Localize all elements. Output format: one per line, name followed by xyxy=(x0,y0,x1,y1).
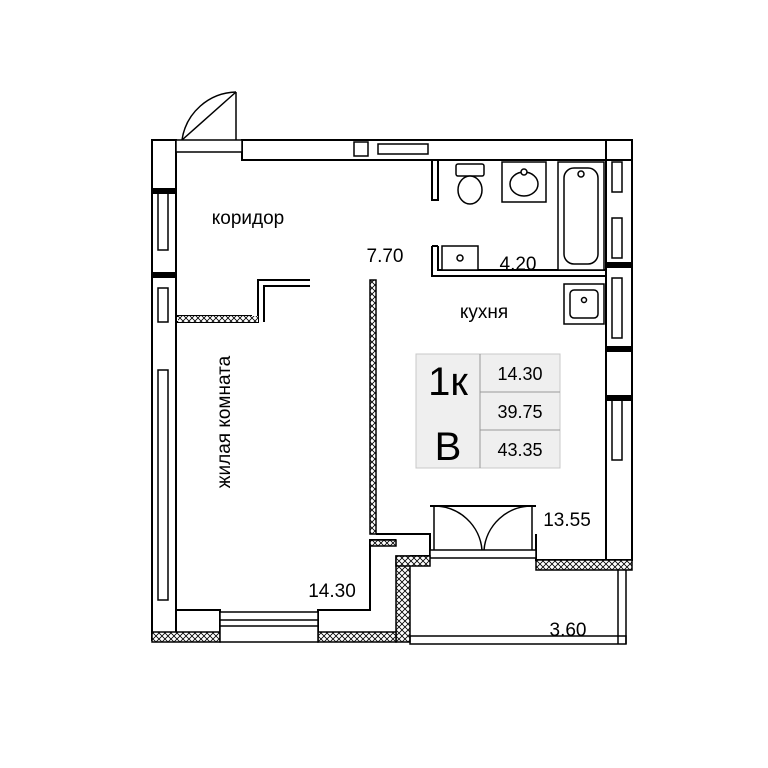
apartment-section: В xyxy=(435,425,462,469)
right-windows xyxy=(611,161,623,461)
corridor-area: 7.70 xyxy=(367,246,404,267)
bathroom-area: 4.20 xyxy=(500,254,537,275)
toilet xyxy=(455,163,485,205)
left-windows xyxy=(157,189,169,601)
small-sink xyxy=(441,245,479,271)
partition-hatch xyxy=(178,316,258,322)
wall-mark xyxy=(152,188,176,194)
window-right-2 xyxy=(611,217,623,259)
entry-door xyxy=(175,91,243,153)
total-with-balcony-value: 43.35 xyxy=(497,440,542,460)
window-left-3 xyxy=(157,369,169,601)
living-area-value: 14.30 xyxy=(497,364,542,384)
window-left-1 xyxy=(157,189,169,251)
top-wall xyxy=(241,139,633,161)
kitchen-label: кухня xyxy=(460,302,508,323)
corridor-label: коридор xyxy=(212,208,285,229)
partition-walls xyxy=(176,279,310,323)
living-kitchen-wall xyxy=(369,279,377,535)
living-room-label: жилая комната xyxy=(214,355,235,488)
wall-mark xyxy=(152,272,176,278)
window-right-1 xyxy=(611,161,623,193)
living-room-area: 14.30 xyxy=(308,581,356,602)
total-area-value: 39.75 xyxy=(497,402,542,422)
balcony-doors xyxy=(429,505,537,559)
bathroom-walls xyxy=(431,160,606,277)
balcony xyxy=(395,555,633,645)
summary-box: 1к В 14.30 39.75 43.35 xyxy=(415,353,561,469)
top-wall-detail xyxy=(353,141,429,157)
bathroom-sink xyxy=(501,161,547,203)
window-right-4 xyxy=(611,399,623,461)
window-left-2 xyxy=(157,287,169,323)
bathtub xyxy=(557,161,605,271)
wall-mark xyxy=(606,262,632,268)
apartment-type: 1к xyxy=(428,360,468,404)
kitchen-sink xyxy=(563,283,605,325)
balcony-area: 3.60 xyxy=(550,620,587,641)
kitchen-area: 13.55 xyxy=(543,510,591,531)
wall-mark xyxy=(606,346,632,352)
window-right-3 xyxy=(611,277,623,339)
wall-mark xyxy=(606,395,632,401)
living-bottom-hatch xyxy=(151,539,397,643)
